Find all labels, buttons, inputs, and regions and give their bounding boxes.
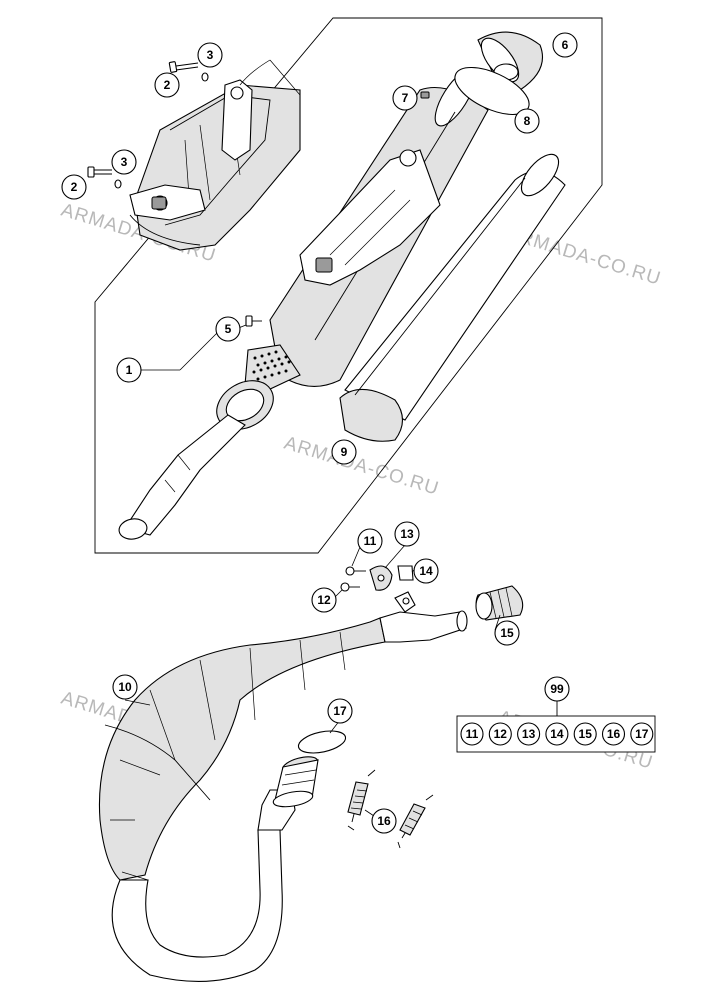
- kit-99-item-circle: [517, 722, 541, 746]
- callout-2-lower-label: 2: [71, 180, 78, 194]
- kit-99-item-label: 12: [494, 727, 508, 741]
- kit-99-items: 11 12 13 14 15 16 17: [460, 722, 654, 746]
- callout-2-lower: 2: [61, 174, 87, 200]
- silencer-shell-9: [339, 153, 566, 442]
- o-ring-8: [454, 66, 530, 116]
- callout-5-label: 5: [225, 322, 232, 336]
- callout-3-upper-label: 3: [207, 48, 214, 62]
- muffler-assembly-outline: [94, 17, 603, 554]
- kit-99-label: 99: [550, 682, 564, 696]
- callout-9: 9: [331, 439, 357, 465]
- kit-99: 99 11 12 13 14 15 16 17: [456, 676, 656, 753]
- o-ring-17: [297, 730, 347, 754]
- kit-99-item-circle: [460, 722, 484, 746]
- kit-99-item-circle: [630, 722, 654, 746]
- callout-13: 13: [394, 521, 420, 547]
- callout-2-upper-label: 2: [164, 78, 171, 92]
- end-cap-6: [477, 31, 544, 91]
- callout-3-lower-label: 3: [121, 155, 128, 169]
- callout-1: 1: [116, 357, 142, 383]
- clip-14: [397, 565, 414, 581]
- callout-13-label: 13: [400, 527, 414, 541]
- callout-6-label: 6: [562, 38, 569, 52]
- header-pipe-10: [98, 591, 468, 982]
- bolt-2-upper: [168, 61, 209, 82]
- kit-99-item-circle: [488, 722, 512, 746]
- kit-99-item: 14: [545, 722, 569, 746]
- bolt-2-lower: [87, 166, 122, 189]
- kit-99-item-label: 15: [579, 727, 593, 741]
- callout-2-upper: 2: [154, 72, 180, 98]
- callout-14: 14: [413, 558, 439, 584]
- callout-3-upper: 3: [197, 42, 223, 68]
- callout-6: 6: [552, 32, 578, 58]
- callout-7: 7: [392, 85, 418, 111]
- callout-17-label: 17: [333, 704, 347, 718]
- bolt-11: [345, 566, 366, 576]
- muffler-body: [118, 69, 489, 540]
- kit-99-item-circle: [573, 722, 597, 746]
- callout-5: 5: [215, 316, 241, 342]
- callout-12: 12: [311, 587, 337, 613]
- kit-99-item-label: 14: [550, 727, 564, 741]
- watermark-3: ARMADA-CO.RU: [282, 433, 442, 500]
- kit-99-item: 13: [517, 722, 541, 746]
- callout-8-label: 8: [524, 114, 531, 128]
- kit-99-item-label: 11: [466, 727, 479, 741]
- bracket-13: [369, 565, 393, 591]
- kit-99-item-label: 16: [607, 727, 621, 741]
- kit-99-item: 12: [488, 722, 512, 746]
- callout-15: 15: [494, 620, 520, 646]
- callout-12-label: 12: [317, 593, 331, 607]
- kit-99-item: 11: [460, 722, 484, 746]
- sleeve-15: [475, 585, 524, 621]
- callout-7-label: 7: [402, 91, 409, 105]
- callout-16: 16: [371, 808, 397, 834]
- bolt-12: [340, 582, 360, 592]
- kit-99-item-circle: [545, 722, 569, 746]
- rivet-5: [245, 315, 262, 327]
- callout-11: 11: [357, 528, 383, 554]
- kit-99-item: 16: [601, 722, 626, 746]
- callout-10-label: 10: [118, 680, 132, 694]
- callout-14-label: 14: [419, 564, 433, 578]
- kit-99-item: 15: [573, 722, 597, 746]
- bracket-detail: [129, 59, 301, 251]
- callouts: 1 2 3 2 3 5 6 7: [61, 32, 578, 834]
- kit-99-item-circle: [601, 722, 626, 746]
- kit-99-item: 17: [630, 722, 654, 746]
- callout-15-label: 15: [500, 626, 514, 640]
- screw-7: [420, 91, 430, 99]
- kit-99-item-label: 17: [635, 727, 649, 741]
- callout-17: 17: [327, 698, 353, 724]
- springs-16: [347, 769, 434, 849]
- perforation-dots: [252, 350, 291, 381]
- callout-16-label: 16: [377, 814, 391, 828]
- callout-1-label: 1: [126, 363, 133, 377]
- callout-11-label: 11: [364, 534, 377, 548]
- callout-3-lower: 3: [111, 149, 137, 175]
- callout-8: 8: [514, 108, 540, 134]
- callout-9-label: 9: [341, 445, 348, 459]
- callout-10: 10: [112, 674, 138, 700]
- kit-99-item-label: 13: [522, 727, 536, 741]
